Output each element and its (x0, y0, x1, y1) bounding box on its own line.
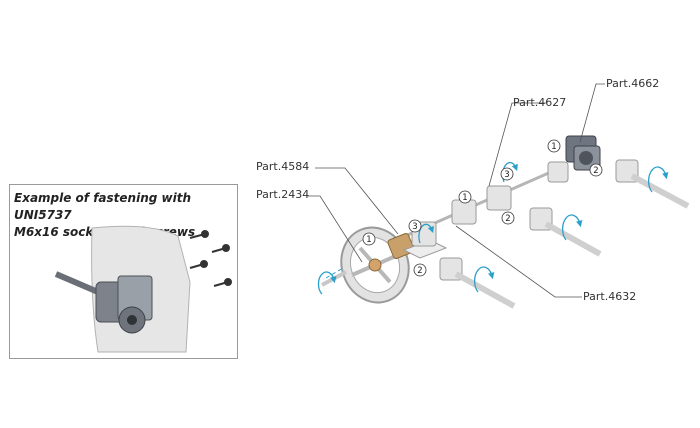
part-label-4632: Part.4632 (583, 290, 637, 303)
rotation-arrows (317, 161, 669, 295)
part-label-4627: Part.4627 (513, 96, 567, 109)
callout-3-middle: 3 (500, 167, 514, 181)
rotation-arrow-output-1 (473, 266, 495, 293)
callout-2-right: 2 (589, 163, 603, 177)
svg-text:2: 2 (505, 214, 510, 224)
svg-text:1: 1 (551, 142, 556, 152)
leader-lines (308, 83, 605, 298)
output-gearbox-3 (615, 159, 690, 209)
rotation-arrow-output-2 (561, 214, 583, 241)
callout-1-handwheel: 1 (362, 232, 376, 246)
inset-gearbox (54, 271, 153, 334)
svg-text:1: 1 (366, 235, 371, 245)
handwheel (321, 226, 410, 304)
bearing-block-3 (547, 161, 569, 183)
gearbox-top-right (565, 135, 601, 171)
output-gearbox-1 (439, 257, 516, 309)
rotation-arrow-handwheel (317, 271, 337, 295)
part-label-2434: Part.2434 (256, 188, 310, 201)
callout-2-middle: 2 (501, 211, 515, 225)
rotation-arrow-shaft-1 (418, 223, 434, 244)
fastening-title-line-1: Example of fastening with UNI5737 (14, 191, 191, 222)
svg-text:2: 2 (593, 166, 598, 176)
part-label-4584: Part.4584 (256, 160, 310, 173)
rotation-arrow-output-3 (647, 166, 669, 193)
svg-text:1: 1 (462, 193, 467, 203)
callout-1-right: 1 (547, 139, 561, 153)
inset-screws (189, 230, 232, 287)
output-gearbox-2 (529, 207, 602, 257)
callout-1-middle: 1 (458, 190, 472, 204)
svg-text:3: 3 (504, 170, 509, 180)
callout-2-left: 2 (413, 263, 427, 277)
callout-3-left: 3 (408, 219, 422, 233)
svg-text:2: 2 (417, 266, 422, 276)
svg-text:3: 3 (412, 222, 417, 232)
part-label-4662: Part.4662 (606, 77, 660, 90)
bearing-block-2 (451, 185, 512, 225)
